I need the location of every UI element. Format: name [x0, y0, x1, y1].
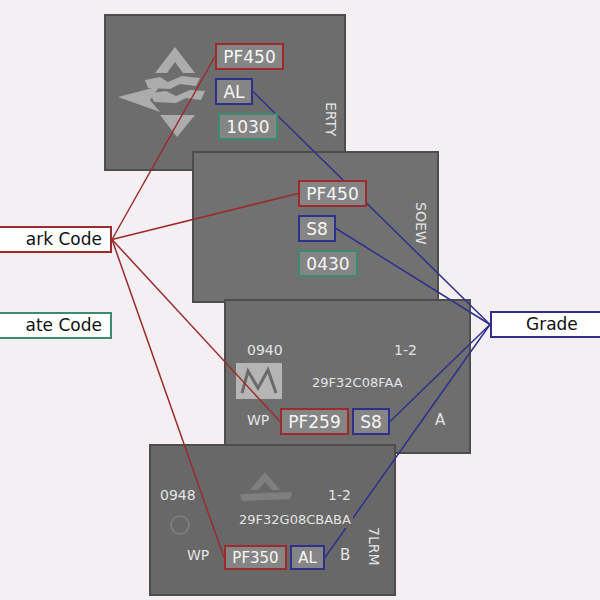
grade-box: AL — [215, 78, 253, 105]
chip-logo — [240, 472, 292, 501]
mark-code-box: PF259 — [280, 408, 349, 435]
mark-code-box: PF450 — [298, 180, 367, 207]
grade-box: S8 — [352, 408, 390, 435]
category-key: ate Code — [0, 312, 112, 339]
chip-marking: 0940 — [245, 342, 285, 358]
code-text: S8 — [360, 412, 382, 432]
chip-photo: 0948 1-2 29F32G08CBABA WP B 7LRM PF350 AL — [150, 445, 395, 595]
mark-code-box: PF450 — [215, 43, 284, 70]
code-text: PF450 — [223, 47, 275, 67]
code-text: AL — [223, 82, 244, 102]
code-text: PF259 — [288, 412, 340, 432]
chip-photo: SOEW PF450S8 0430 — [193, 152, 438, 302]
mark-code-box: PF350 — [224, 545, 287, 570]
chip-marking: B — [338, 547, 352, 563]
chip-photo: ERTY PF450AL 1030 — [105, 15, 345, 170]
chip-marking: 1-2 — [392, 342, 419, 358]
chip-logo-mark — [242, 370, 276, 393]
category-key: ark Code — [0, 226, 112, 253]
chip-marking: WP — [185, 547, 211, 563]
code-text: 1030 — [226, 117, 269, 137]
chip-marking: A — [433, 412, 447, 428]
connector-line — [112, 240, 280, 422]
connector-line — [112, 57, 215, 240]
chip-body — [193, 152, 438, 302]
chip-photo: 0940 1-2 29F32C08FAA WP A PF259 S8 — [225, 300, 470, 453]
chip-body — [105, 15, 345, 170]
code-text: 0430 — [306, 254, 349, 274]
chip-logo — [236, 363, 282, 399]
chip-logo — [118, 47, 205, 137]
chip-marking: ERTY — [323, 100, 339, 139]
key-label: ark Code — [26, 229, 102, 250]
category-key: Grade — [490, 311, 600, 338]
date-code-box: 1030 — [218, 113, 278, 140]
connector-line — [253, 92, 490, 325]
chip-body — [225, 300, 470, 453]
grade-box: S8 — [298, 215, 336, 242]
connector-line — [112, 240, 224, 558]
date-code-box: 0430 — [298, 250, 358, 277]
code-text: S8 — [306, 219, 328, 239]
chip-marking: WP — [245, 412, 271, 428]
code-text: AL — [298, 548, 317, 568]
chip-marking: 0948 — [158, 487, 198, 503]
code-text: PF450 — [306, 184, 358, 204]
connector-line — [112, 194, 298, 240]
key-label: ate Code — [26, 315, 102, 336]
chip-marking: 1-2 — [326, 487, 353, 503]
chip-marking: 29F32C08FAA — [310, 375, 405, 391]
connector-line — [390, 325, 490, 422]
key-label: Grade — [526, 314, 578, 335]
chip-mark — [171, 516, 189, 534]
chip-marking: 29F32G08CBABA — [237, 512, 353, 528]
grade-box: AL — [290, 545, 325, 570]
chip-marking: 7LRM — [366, 525, 382, 568]
chip-body — [150, 445, 395, 595]
code-text: PF350 — [232, 548, 278, 568]
chip-marking: SOEW — [413, 200, 429, 247]
